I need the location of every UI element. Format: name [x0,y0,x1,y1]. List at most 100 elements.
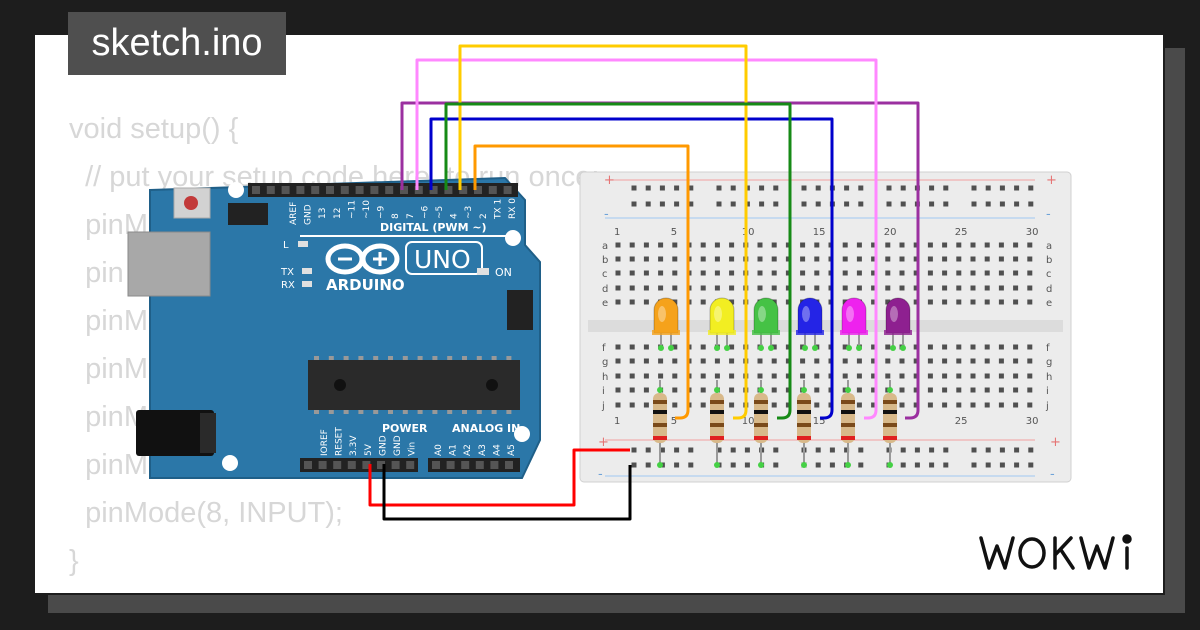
breadboard-hole[interactable] [856,358,862,364]
header-pin[interactable] [391,461,400,469]
breadboard-hole[interactable] [814,285,820,291]
breadboard-hole[interactable] [757,285,763,291]
breadboard-hole[interactable] [856,387,862,393]
breadboard-hole[interactable] [672,358,678,364]
breadboard-hole[interactable] [785,387,791,393]
breadboard-hole[interactable] [970,285,976,291]
header-pin[interactable] [503,186,512,194]
rail-hole[interactable] [900,185,906,191]
breadboard-hole[interactable] [885,242,891,248]
rail-hole[interactable] [943,185,949,191]
breadboard-hole[interactable] [942,242,948,248]
breadboard-hole[interactable] [856,256,862,262]
breadboard-hole[interactable] [771,256,777,262]
breadboard-hole[interactable] [672,344,678,350]
breadboard-hole[interactable] [970,358,976,364]
breadboard-hole[interactable] [856,402,862,408]
breadboard-hole[interactable] [942,256,948,262]
breadboard-hole[interactable] [643,242,649,248]
breadboard-hole[interactable] [998,358,1004,364]
header-pin[interactable] [385,186,394,194]
breadboard-hole[interactable] [771,358,777,364]
breadboard-hole[interactable] [871,387,877,393]
rail-hole[interactable] [858,185,864,191]
breadboard-hole[interactable] [970,270,976,276]
header-pin[interactable] [461,461,470,469]
breadboard-hole[interactable] [814,242,820,248]
breadboard-hole[interactable] [970,373,976,379]
rail-hole[interactable] [744,447,750,453]
breadboard-hole[interactable] [899,373,905,379]
breadboard-hole[interactable] [629,373,635,379]
breadboard-hole[interactable] [714,373,720,379]
rail-hole[interactable] [716,185,722,191]
breadboard-hole[interactable] [913,344,919,350]
breadboard-hole[interactable] [1013,373,1019,379]
breadboard-hole[interactable] [643,373,649,379]
rail-hole[interactable] [886,201,892,207]
breadboard-hole[interactable] [629,256,635,262]
breadboard-hole[interactable] [729,242,735,248]
breadboard-hole[interactable] [984,358,990,364]
wire-1[interactable] [415,58,878,420]
breadboard-hole[interactable] [615,373,621,379]
rail-hole[interactable] [886,185,892,191]
breadboard-hole[interactable] [856,270,862,276]
rail-hole[interactable] [1014,185,1020,191]
header-pin[interactable] [362,461,371,469]
breadboard-hole[interactable] [785,402,791,408]
breadboard-hole[interactable] [1027,270,1033,276]
header-pin[interactable] [252,186,260,194]
breadboard-hole[interactable] [672,242,678,248]
breadboard-hole[interactable] [1013,285,1019,291]
breadboard-hole[interactable] [899,285,905,291]
breadboard-hole[interactable] [800,285,806,291]
breadboard-hole[interactable] [1027,344,1033,350]
breadboard-hole[interactable] [998,344,1004,350]
breadboard-hole[interactable] [615,270,621,276]
breadboard-hole[interactable] [927,358,933,364]
breadboard-hole[interactable] [885,358,891,364]
breadboard-hole[interactable] [615,256,621,262]
led-orange[interactable] [652,297,680,351]
resistor[interactable] [710,380,724,468]
rail-hole[interactable] [943,201,949,207]
breadboard-hole[interactable] [984,270,990,276]
breadboard-hole[interactable] [998,387,1004,393]
rail-hole[interactable] [914,447,920,453]
breadboard-hole[interactable] [927,299,933,305]
header-pin[interactable] [490,461,499,469]
rail-hole[interactable] [674,185,680,191]
breadboard-hole[interactable] [927,270,933,276]
breadboard-hole[interactable] [729,285,735,291]
breadboard-hole[interactable] [927,387,933,393]
breadboard-hole[interactable] [658,373,664,379]
breadboard-hole[interactable] [956,373,962,379]
rail-hole[interactable] [659,201,665,207]
breadboard-hole[interactable] [998,256,1004,262]
breadboard-hole[interactable] [871,402,877,408]
breadboard-hole[interactable] [714,256,720,262]
rail-hole[interactable] [801,185,807,191]
rail-hole[interactable] [929,185,935,191]
breadboard-hole[interactable] [998,242,1004,248]
header-pin[interactable] [333,461,342,469]
breadboard-hole[interactable] [1027,358,1033,364]
breadboard-hole[interactable] [885,373,891,379]
breadboard-hole[interactable] [1027,387,1033,393]
rail-hole[interactable] [730,447,736,453]
resistor[interactable] [883,380,897,468]
breadboard-hole[interactable] [871,242,877,248]
rail-hole[interactable] [631,462,637,468]
breadboard-hole[interactable] [871,358,877,364]
rail-hole[interactable] [759,185,765,191]
rail-hole[interactable] [985,462,991,468]
breadboard-hole[interactable] [658,270,664,276]
breadboard-hole[interactable] [1027,373,1033,379]
breadboard-hole[interactable] [885,344,891,350]
breadboard-hole[interactable] [615,285,621,291]
breadboard-hole[interactable] [714,358,720,364]
rail-hole[interactable] [844,201,850,207]
breadboard-hole[interactable] [672,256,678,262]
rail-hole[interactable] [900,447,906,453]
